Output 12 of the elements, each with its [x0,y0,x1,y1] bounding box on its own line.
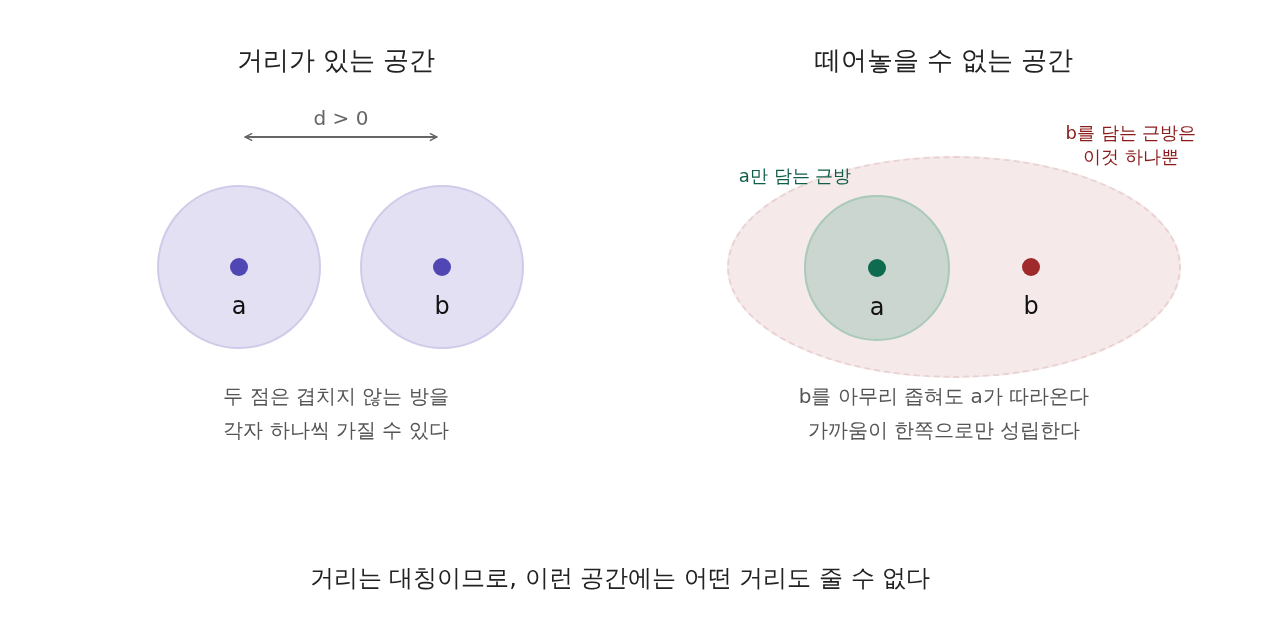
distance-label: d > 0 [313,105,369,131]
point-label: b [434,290,450,322]
point-label: b [1023,290,1039,322]
panel-title: 거리가 있는 공간 [236,44,436,77]
point-label: a [869,291,885,323]
point-label: a [231,290,247,322]
callout-label: b를 담는 근방은 이것 하나뿐 [1064,121,1198,169]
callout-label: a만 담는 근방 [738,163,852,187]
panel-title: 떼어놓을 수 없는 공간 [814,44,1074,77]
panel-note: 두 점은 겹치지 않는 방을 각자 하나씩 가질 수 있다 [222,383,450,444]
panel-note: b를 아무리 좁혀도 a가 따라온다 가까움이 한쪽으로만 성립한다 [797,383,1091,444]
caption: 거리는 대칭이므로, 이런 공간에는 어떤 거리도 줄 수 없다 [309,562,931,594]
